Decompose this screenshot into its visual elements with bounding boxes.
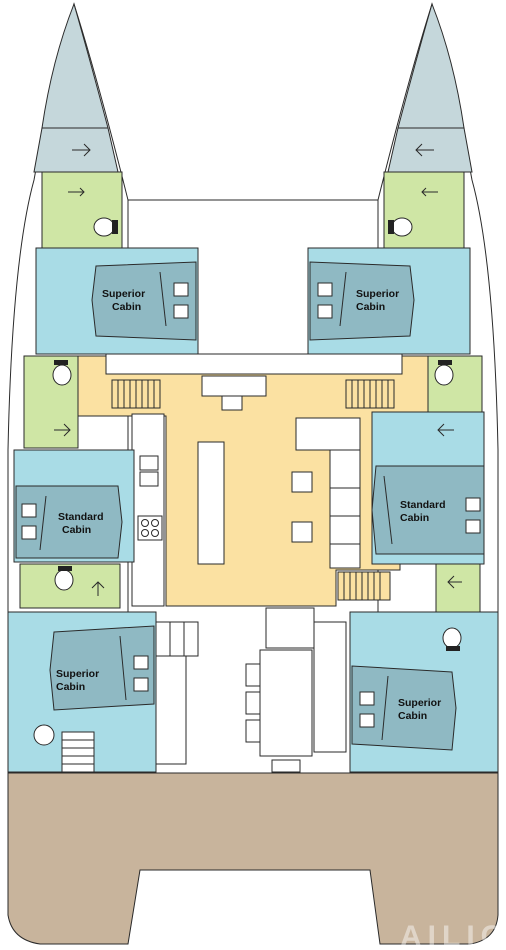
saloon-helm-console [201,375,267,397]
cockpit-dining-table [245,607,347,773]
right-forward-head [383,171,465,249]
pillow-mid-left-2 [21,525,37,540]
saloon-forward-shelf [105,353,403,375]
pillow-mid-right-2 [465,519,481,534]
pillow-bottom-left-2 [133,677,149,692]
saloon-settee [291,417,361,569]
sheet-fold-mid-right [383,475,393,545]
cabin-label-bottom-right-1: Superior [398,697,441,709]
saloon-table [197,441,225,565]
left-bow-locker [41,2,109,129]
ladder-bottom-left [61,731,95,773]
pillow-top-right-1 [317,282,333,297]
pillow-mid-right-1 [465,497,481,512]
toilet-right-low [442,627,462,651]
cockpit-deck [7,772,499,945]
pillow-bottom-right-1 [359,691,375,706]
sheet-fold-bottom-right [381,675,389,741]
sheet-fold-mid-left [39,495,47,551]
cabin-label-mid-left-1: Standard [58,511,104,523]
toilet-left-mid [52,360,72,386]
cabin-label-mid-left-2: Cabin [62,524,91,536]
bed-top-left [91,261,197,341]
steps-left [111,379,161,409]
pillow-bottom-left-1 [133,655,149,670]
bed-mid-right [371,465,485,555]
cabin-label-top-left-1: Superior [102,288,145,300]
sheet-fold-top-right [339,271,347,327]
aft-left-cabinet [155,621,199,765]
pillow-top-right-2 [317,304,333,319]
pillow-top-left-2 [173,304,189,319]
arrow-icon [54,143,462,596]
cabin-label-top-right-1: Superior [356,288,399,300]
cabin-label-top-right-2: Cabin [356,301,385,313]
cabin-label-bottom-left-2: Cabin [56,681,85,693]
cabin-label-mid-right-2: Cabin [400,512,429,524]
galley [131,413,165,607]
pillow-bottom-right-2 [359,713,375,728]
pillow-mid-left-1 [21,503,37,518]
toilet-left-low [54,566,74,591]
steps-right [345,379,395,409]
bed-top-right [309,261,415,341]
watermark: AILIC [400,920,506,950]
right-bow-locker [397,2,465,129]
sheet-fold-bottom-left [119,635,127,701]
pillow-top-left-1 [173,282,189,297]
sheet-fold-top-left [159,271,167,327]
saloon-helm-seat [221,395,243,411]
left-forward-head [41,171,123,249]
bed-bottom-right [351,665,457,751]
cabin-label-bottom-right-2: Cabin [398,710,427,722]
toilet-right-forward [388,217,413,237]
cabin-label-mid-right-1: Standard [400,499,446,511]
cabin-label-bottom-left-1: Superior [56,668,99,680]
bed-mid-left [15,485,123,559]
bed-bottom-left [49,625,155,711]
sink-bottom-left [33,724,55,746]
steps-aft [337,571,391,601]
toilet-right-mid [434,360,454,386]
toilet-left-forward [93,217,118,237]
cabin-label-top-left-2: Cabin [112,301,141,313]
